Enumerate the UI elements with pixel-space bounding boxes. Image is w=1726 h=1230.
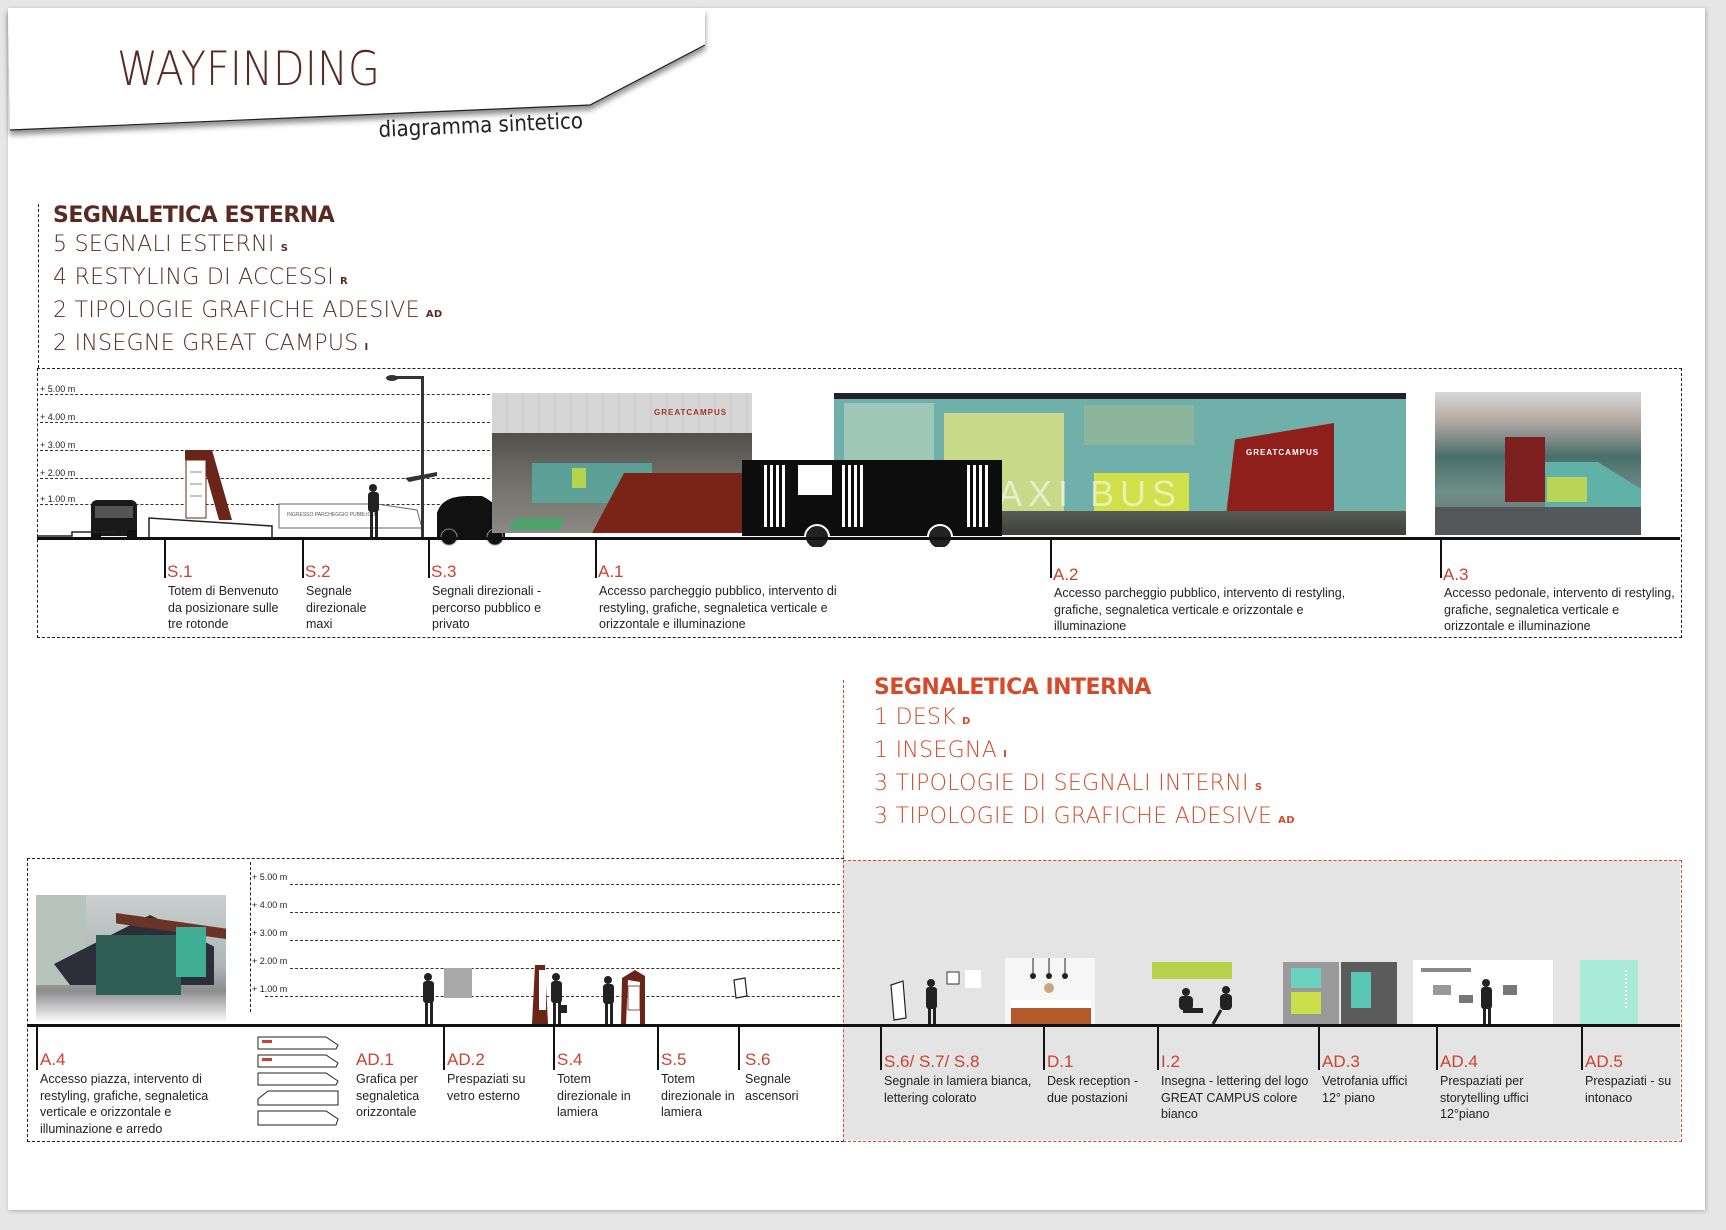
- marker-tick: [1157, 1025, 1159, 1070]
- height-gridline: [290, 912, 840, 913]
- marker-tick: [595, 538, 597, 578]
- marker-tick: [1581, 1025, 1583, 1070]
- marker-tick: [738, 1025, 740, 1070]
- logo-lettering-icon: [1152, 962, 1232, 979]
- height-gridline: [290, 968, 840, 969]
- marker-tick: [1436, 1025, 1438, 1070]
- marker-tick: [880, 1025, 882, 1070]
- reception-desk-icon: [1005, 958, 1095, 1024]
- height-label: + 2.00 m: [252, 956, 288, 966]
- interna-illustrations: [890, 958, 1638, 1025]
- glass-graphic-icon: [444, 968, 472, 998]
- marker-tick: [443, 1025, 445, 1070]
- height-label: + 3.00 m: [252, 928, 288, 938]
- svg-text:INGRESSO PARCHEGGIO PUBBLICO: INGRESSO PARCHEGGIO PUBBLICO: [287, 512, 375, 518]
- totem-icon: [532, 965, 548, 1024]
- person-icon: [368, 484, 379, 537]
- marker-tick: [1318, 1025, 1320, 1070]
- height-gridline: [290, 884, 840, 885]
- totem-icon: [621, 970, 645, 1024]
- marker-tick: [428, 538, 430, 578]
- lower-external-illustrations: [423, 965, 748, 1024]
- marker-tick: [302, 538, 304, 578]
- marker-tick: [164, 538, 166, 578]
- height-label: + 3.00 m: [40, 440, 76, 450]
- height-scale-axis: [250, 862, 251, 1012]
- lower-external-frame: [27, 858, 844, 1142]
- interna-heading-rule: [843, 680, 844, 858]
- esterna-heading: SEGNALETICA ESTERNA: [53, 203, 335, 228]
- interna-diagram-frame: [843, 860, 1682, 1142]
- height-label: + 4.00 m: [40, 412, 76, 422]
- height-label: + 1.00 m: [40, 494, 76, 504]
- person-icon: [423, 973, 434, 1024]
- height-label: + 5.00 m: [40, 384, 76, 394]
- person-icon: [926, 979, 937, 1024]
- person-icon: [603, 976, 614, 1024]
- marker-tick: [1050, 538, 1052, 578]
- floor-graphics-icon: [257, 1036, 339, 1126]
- street-lamp-icon: [386, 375, 437, 538]
- page-title: WAYFINDING: [117, 42, 380, 97]
- height-gridline: [40, 478, 495, 479]
- directional-panel-icon: INGRESSO PARCHEGGIO PUBBLICO: [278, 503, 423, 529]
- mural-text: AXI BUS: [998, 473, 1183, 514]
- person-icon: [551, 973, 567, 1024]
- campus-sign: GREATCAMPUS: [654, 408, 728, 417]
- interna-heading: SEGNALETICA INTERNA: [874, 675, 1151, 700]
- ground-line-upper: [37, 537, 1680, 540]
- height-label: + 4.00 m: [252, 900, 288, 910]
- height-gridline: [40, 450, 495, 451]
- marker-tick: [657, 1025, 659, 1070]
- ground-line-lower: [27, 1024, 1680, 1027]
- height-label: + 1.00 m: [252, 984, 288, 994]
- esterna-illustrations: INGRESSO PARCHEGGIO PUBBLICO: [37, 375, 505, 546]
- height-gridline: [40, 422, 495, 423]
- small-sign-icon: [946, 971, 960, 985]
- bus-icon: [742, 460, 1002, 547]
- marker-tick: [1043, 1025, 1045, 1070]
- height-gridline: [290, 940, 840, 941]
- height-label: + 5.00 m: [252, 872, 288, 882]
- marker-tick: [553, 1025, 555, 1070]
- header-banner: [8, 8, 706, 131]
- person-icon: [1481, 979, 1492, 1024]
- esterna-diagram-frame: [37, 368, 1682, 638]
- campus-sign: GREATCAMPUS: [1246, 448, 1320, 457]
- car-icon: [91, 500, 137, 540]
- totem-icon: [185, 450, 232, 520]
- small-sign-icon: [965, 970, 981, 988]
- people-seated-icon: [1179, 986, 1232, 1025]
- photo-access-a4: [36, 895, 226, 1023]
- marker-tick: [36, 1025, 38, 1070]
- height-label: + 2.00 m: [40, 468, 76, 478]
- photo-access-a1: GREATCAMPUS: [492, 393, 752, 533]
- height-gridline: [40, 394, 495, 395]
- elevator-sign-icon: [733, 977, 748, 999]
- photo-access-a3: [1435, 392, 1641, 535]
- wall-sign-icon: [890, 980, 907, 1021]
- plaster-graphic-icon: [1580, 960, 1638, 1024]
- esterna-heading-rule: [38, 204, 39, 368]
- height-gridline: [40, 504, 495, 505]
- marker-tick: [1440, 538, 1442, 578]
